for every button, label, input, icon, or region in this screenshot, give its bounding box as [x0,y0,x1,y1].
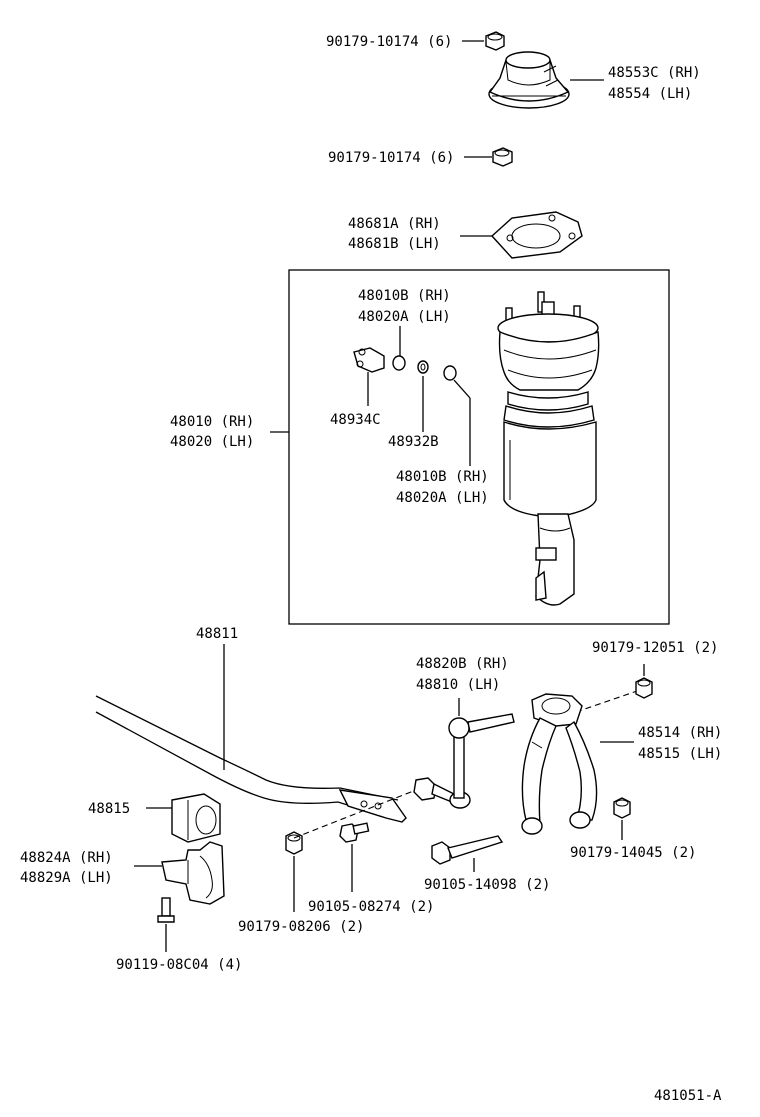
top-nut-upper [485,31,505,51]
label-fork-rh: 48514 (RH) [638,725,722,741]
bolt-14098 [431,835,504,865]
bracket [161,841,225,905]
label-bushing: 48815 [88,801,130,817]
strut-mount [488,51,570,109]
label-oring-b-rh: 48010B (RH) [396,469,489,485]
top-nut-lower [492,147,513,167]
label-fork-lh: 48515 (LH) [638,746,722,762]
connector-part [353,347,385,373]
air-strut [497,291,600,606]
label-nut-12051: 90179-12051 (2) [592,640,718,656]
label-nut-top-lower: 90179-10174 (6) [328,150,454,166]
ring-part [417,360,429,374]
label-connector: 48934C [330,412,381,428]
oring-b [443,365,457,381]
stabilizer-link [413,713,515,809]
nut-12051 [635,677,653,699]
label-nut-14045: 90179-14045 (2) [570,845,696,861]
label-oring-a-lh: 48020A (LH) [358,309,451,325]
bolt-08274 [339,822,370,843]
label-strut-rh: 48010 (RH) [170,414,254,430]
label-nut-08206: 90179-08206 (2) [238,919,364,935]
label-bolt-08c04: 90119-08C04 (4) [116,957,242,973]
label-link-rh: 48820B (RH) [416,656,509,672]
label-bracket-rh: 48824A (RH) [20,850,113,866]
label-bolt-14098: 90105-14098 (2) [424,877,550,893]
label-oring-b-lh: 48020A (LH) [396,490,489,506]
nut-14045 [613,797,631,819]
fork [521,693,598,835]
stabilizer-bar [95,695,407,823]
label-gasket-lh: 48681B (LH) [348,236,441,252]
label-mount-lh: 48554 (LH) [608,86,692,102]
label-nut-top-upper: 90179-10174 (6) [326,34,452,50]
bushing [171,793,221,843]
label-bolt-08274: 90105-08274 (2) [308,899,434,915]
label-strut-lh: 48020 (LH) [170,434,254,450]
label-ring: 48932B [388,434,439,450]
label-link-lh: 48810 (LH) [416,677,500,693]
label-stabilizer-bar: 48811 [196,626,238,642]
label-gasket-rh: 48681A (RH) [348,216,441,232]
gasket [491,211,583,259]
nut-08206 [285,831,303,855]
label-bracket-lh: 48829A (LH) [20,870,113,886]
diagram-id: 481051-A [654,1088,722,1104]
label-mount-rh: 48553C (RH) [608,65,701,81]
label-oring-a-rh: 48010B (RH) [358,288,451,304]
bracket-bolt [157,897,175,923]
oring-a [392,355,406,371]
strut-assembly-box [288,269,670,625]
